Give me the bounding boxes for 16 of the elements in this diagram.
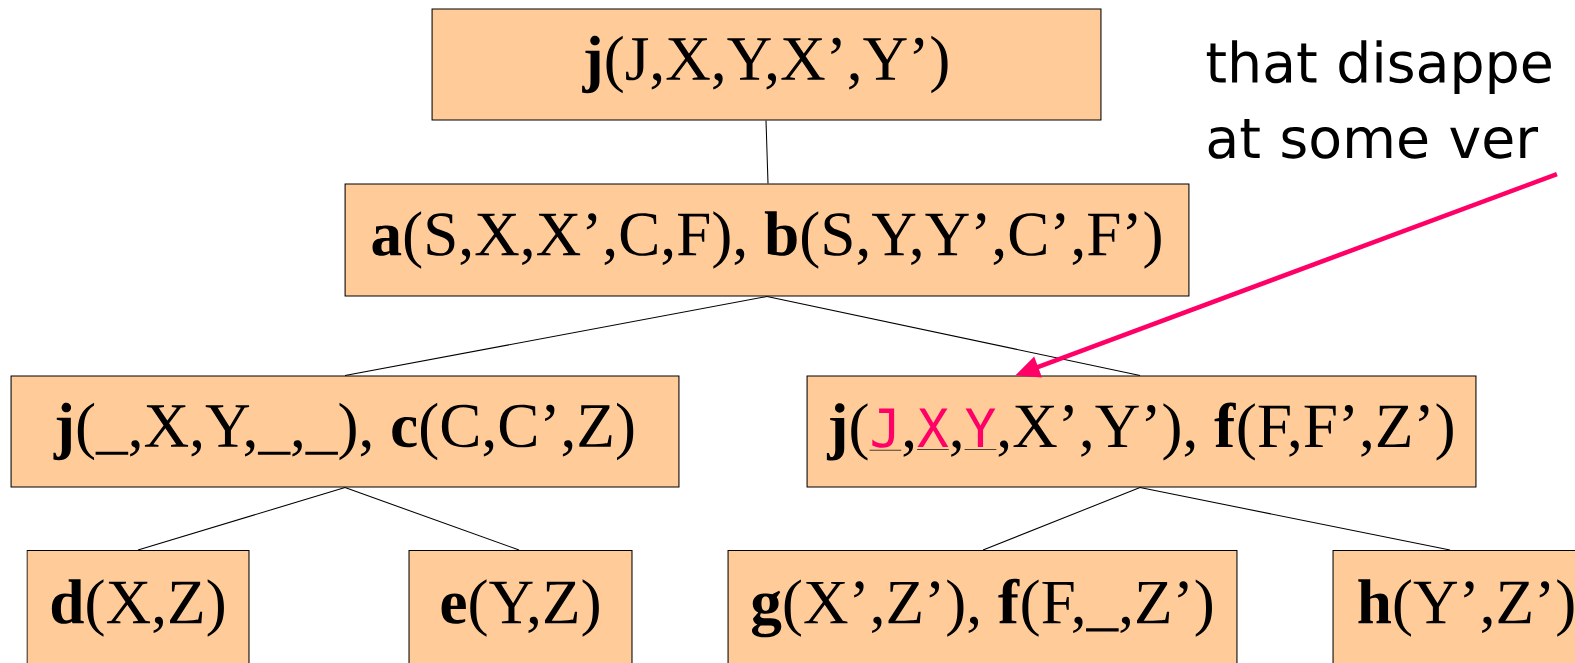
term-box: a(S,X,X’,C,F), b(S,Y,Y’,C’,F’) (344, 183, 1190, 297)
connector-line (137, 487, 346, 551)
connector-line (344, 487, 520, 551)
term-box: d(X,Z) (26, 550, 250, 663)
connector-line (1139, 487, 1451, 551)
connector-line (982, 487, 1141, 551)
connector-line (765, 120, 769, 184)
connector-line (344, 296, 768, 376)
term-box: e(Y,Z) (408, 550, 633, 663)
connector-line (766, 296, 1141, 376)
note-text: that disappe at some ver (1206, 40, 1551, 159)
term-box: j(J,X,Y,X’,Y’) (431, 8, 1102, 121)
term-box: j(J,X,Y,X’,Y’), f(F,F’,Z’) (806, 375, 1477, 488)
term-box: g(X’,Z’), f(F,_,Z’) (727, 550, 1238, 663)
term-box: h(Y’,Z’) (1332, 550, 1575, 663)
term-box: j(_,X,Y,_,_), c(C,C’,Z) (10, 375, 680, 488)
